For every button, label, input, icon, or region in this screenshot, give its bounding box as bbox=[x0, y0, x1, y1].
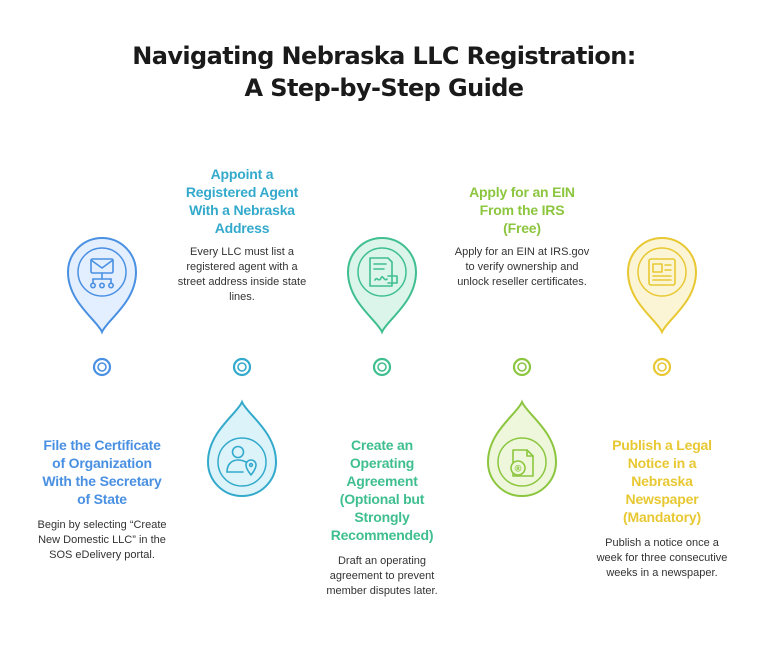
step-2-heading: Appoint a Registered Agent With a Nebras… bbox=[185, 166, 299, 236]
title-line-1: Navigating Nebraska LLC Registration: bbox=[132, 42, 636, 70]
step-3-heading: Create an Operating Agreement (Optional … bbox=[330, 437, 434, 543]
step-4-description: Apply for an EIN at IRS.gov to verify ow… bbox=[454, 246, 590, 288]
registered-document-icon: ® bbox=[510, 449, 534, 477]
step-4-heading: Apply for an EIN From the IRS (Free) bbox=[469, 184, 575, 236]
title-line-2: A Step-by-Step Guide bbox=[244, 74, 525, 102]
step-1-description: Begin by selecting “Create New Domestic … bbox=[37, 519, 167, 561]
step-1-node bbox=[92, 357, 112, 377]
step-1-pin bbox=[66, 237, 138, 335]
step-5-description: Publish a notice once a week for three c… bbox=[596, 537, 728, 579]
step-3-description: Draft an operating agreement to prevent … bbox=[326, 555, 438, 597]
step-5-pin bbox=[626, 237, 698, 335]
page-title: Navigating Nebraska LLC Registration: A … bbox=[0, 40, 768, 104]
step-2-pin bbox=[206, 399, 278, 497]
mail-network-icon bbox=[90, 258, 115, 289]
svg-text:®: ® bbox=[514, 465, 523, 475]
newspaper-icon bbox=[648, 258, 676, 286]
step-1-heading: File the Certificate of Organization Wit… bbox=[42, 437, 162, 507]
step-2-description: Every LLC must list a registered agent w… bbox=[177, 246, 307, 303]
step-3-pin bbox=[346, 237, 418, 335]
step-5-heading: Publish a Legal Notice in a Nebraska New… bbox=[612, 437, 712, 525]
contract-icon bbox=[369, 257, 398, 287]
step-5-node bbox=[652, 357, 672, 377]
step-2-node bbox=[232, 357, 252, 377]
step-4-node bbox=[512, 357, 532, 377]
step-3-node bbox=[372, 357, 392, 377]
user-location-icon bbox=[226, 445, 257, 476]
step-4-pin: ® bbox=[486, 399, 558, 497]
